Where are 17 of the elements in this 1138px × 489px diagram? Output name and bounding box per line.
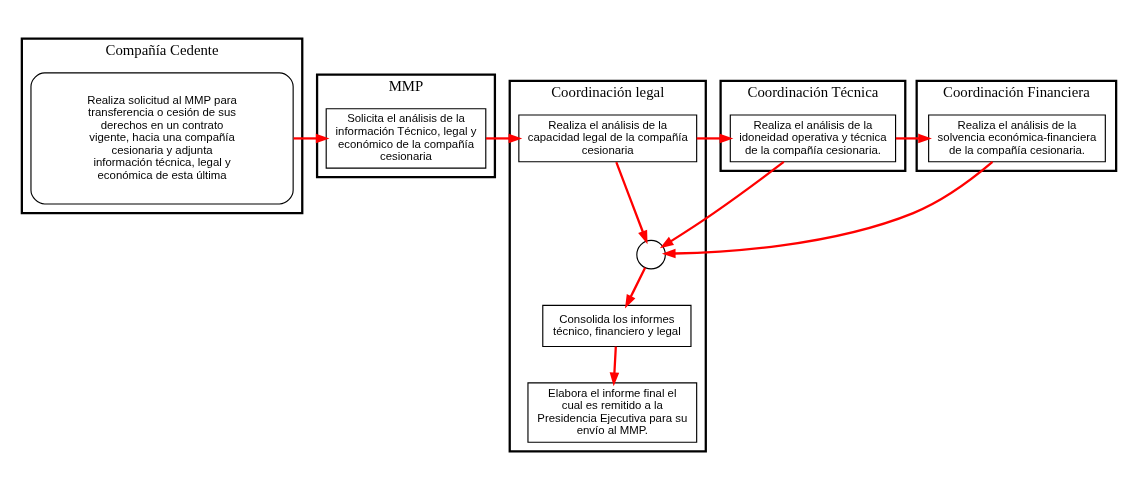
node-box: Realiza el análisis de la solvencia económica-financiera de la compañía cesionaria.	[928, 114, 1106, 162]
arrow	[486, 133, 523, 143]
arrow	[624, 266, 647, 308]
arrow	[696, 133, 734, 143]
arrow	[293, 133, 330, 143]
arrow	[615, 161, 648, 244]
node-circle	[636, 239, 666, 269]
arrow	[659, 160, 785, 248]
arrow	[609, 346, 620, 386]
node-box: Realiza solicitud al MMP para transferencia o cesión de sus derechos en un contrato vigente, hacia una compañía cesionaria y adjunta información técnica, legal y económica de esta última	[30, 71, 294, 205]
node-box: Solicita el análisis de la información Técnico, legal y económico de la compañía cesionaria	[325, 107, 487, 169]
arrow	[895, 133, 932, 143]
node-box: Realiza el análisis de la capacidad legal de la compañía cesionaria	[518, 114, 698, 162]
arrow	[661, 160, 994, 258]
node-box: Realiza el análisis de la idoneidad operativa y técnica de la compañía cesionaria.	[729, 114, 897, 162]
node-box: Consolida los informes técnico, financiero y legal	[542, 304, 692, 347]
node-box: Elabora el informe final el cual es remitido a la Presidencia Ejecutiva para su envío al MMP.	[527, 381, 698, 443]
